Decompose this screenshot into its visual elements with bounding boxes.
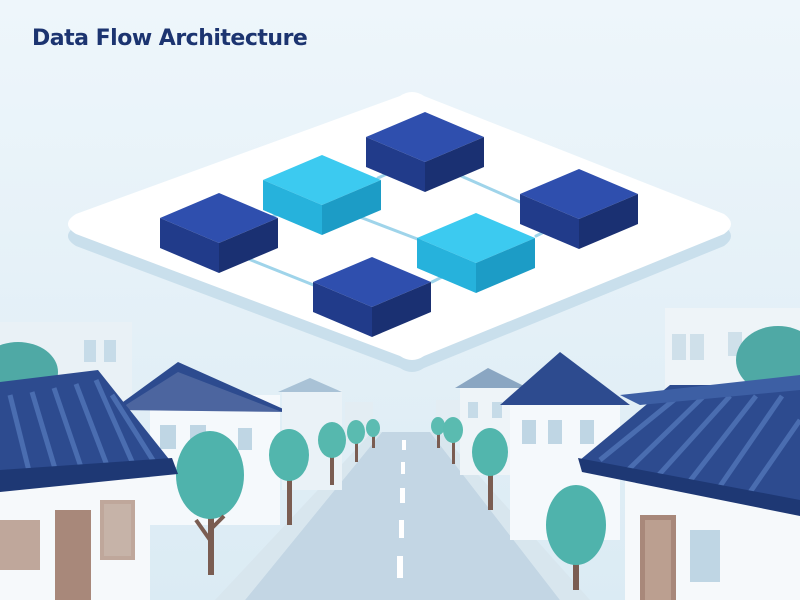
node-right bbox=[520, 169, 638, 249]
node-center bbox=[417, 213, 535, 293]
house-foreground-left bbox=[0, 342, 178, 600]
road-lane-markings bbox=[397, 440, 406, 578]
page-title: Data Flow Architecture bbox=[32, 26, 308, 51]
diagram-nodes bbox=[160, 112, 638, 337]
floating-platform bbox=[68, 92, 731, 372]
node-top-right bbox=[366, 112, 484, 192]
connector-top-right-to-right bbox=[450, 170, 522, 204]
house-foreground-right bbox=[578, 326, 800, 600]
node-upper-middle bbox=[263, 155, 381, 235]
node-bottom bbox=[313, 257, 431, 337]
connector-left-to-bottom bbox=[244, 256, 318, 288]
roadside-trees bbox=[176, 417, 606, 590]
connector-upper-middle-to-center bbox=[350, 212, 422, 242]
node-left bbox=[160, 193, 278, 273]
